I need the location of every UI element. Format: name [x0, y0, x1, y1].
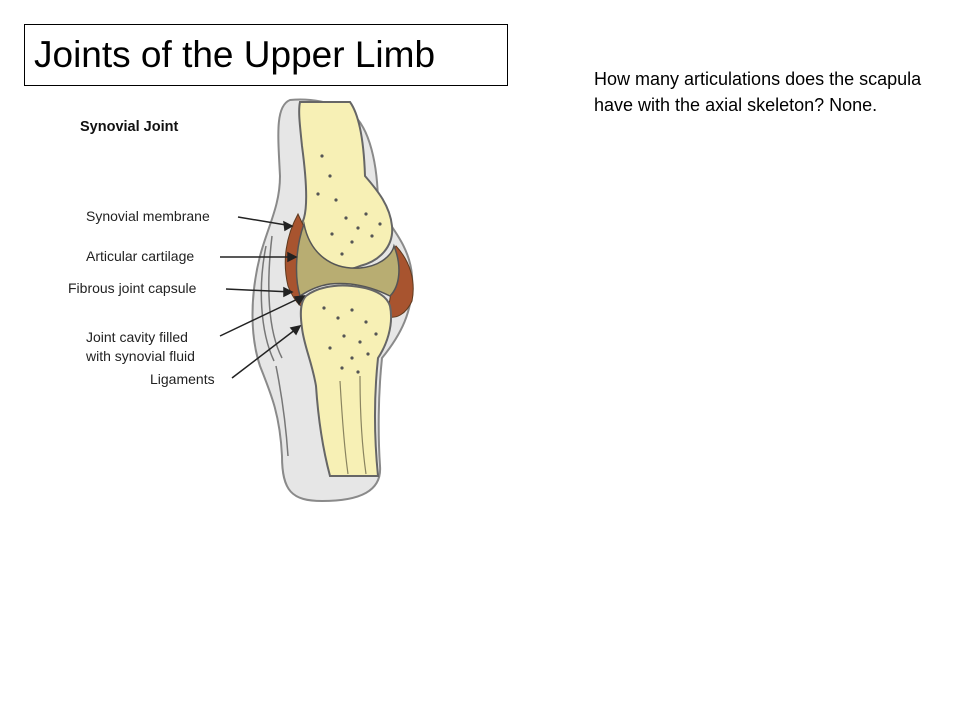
- leader-lines: [219, 216, 306, 379]
- lower-bone-shaft-line: [339, 375, 367, 475]
- synovial-joint-diagram: Synovial Joint Synovial membrane Articul…: [68, 98, 414, 503]
- slide-title-box: Joints of the Upper Limb: [24, 24, 508, 86]
- label-articular-cartilage: Articular cartilage: [86, 248, 194, 264]
- diagram-title: Synovial Joint: [80, 119, 178, 135]
- question-text: How many articulations does the scapula …: [594, 69, 922, 115]
- label-joint-cavity-line2: with synovial fluid: [85, 348, 195, 364]
- label-synovial-membrane: Synovial membrane: [86, 208, 210, 224]
- label-joint-cavity-line1: Joint cavity filled: [86, 329, 188, 345]
- ligament-lines: [260, 235, 289, 457]
- label-fibrous-joint-capsule: Fibrous joint capsule: [68, 280, 197, 296]
- lower-bone: [299, 284, 392, 477]
- marrow-dots: [316, 154, 382, 374]
- slide-title: Joints of the Upper Limb: [34, 34, 436, 75]
- label-ligaments: Ligaments: [150, 371, 215, 387]
